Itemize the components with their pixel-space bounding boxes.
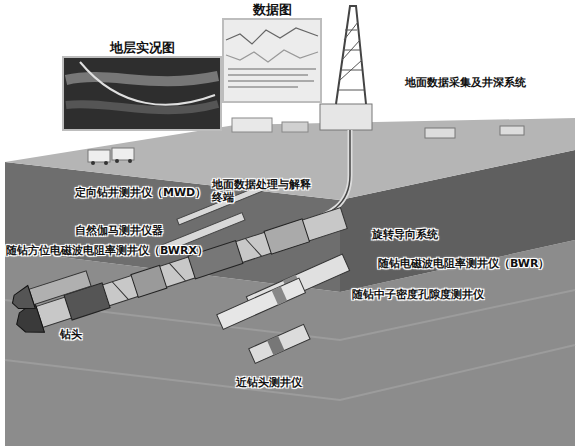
part-label: 近钻头测井仪 — [236, 376, 302, 389]
screen-frame — [62, 56, 222, 131]
part-label: 随钻方位电磁波电阻率测井仪（BWRX） — [6, 244, 208, 257]
part-label: 自然伽马测井仪器 — [75, 224, 163, 237]
panel-heading: 数据图 — [222, 2, 322, 18]
part-label: 随钻电磁波电阻率测井仪（BWR） — [378, 257, 549, 270]
screen-panel: 数据图 — [222, 2, 322, 103]
screen-panel: 地层实况图 — [62, 40, 222, 131]
part-label: 旋转导向系统 — [372, 228, 438, 241]
formation-screen — [62, 56, 222, 131]
data-screen — [222, 18, 322, 103]
wellbore — [300, 130, 350, 225]
rig-floor — [320, 104, 372, 130]
part-label: 定向钻井测井仪（MWD） — [75, 186, 206, 199]
part-label: 地面数据采集及井深系统 — [405, 76, 526, 89]
part-label: 地面数据处理与解释终端 — [212, 178, 320, 204]
screen-frame — [222, 18, 322, 103]
panel-heading: 地层实况图 — [62, 40, 222, 56]
part-label: 随钻中子密度孔隙度测井仪 — [352, 288, 484, 301]
derrick — [336, 6, 366, 104]
part-label: 钻头 — [60, 328, 82, 341]
